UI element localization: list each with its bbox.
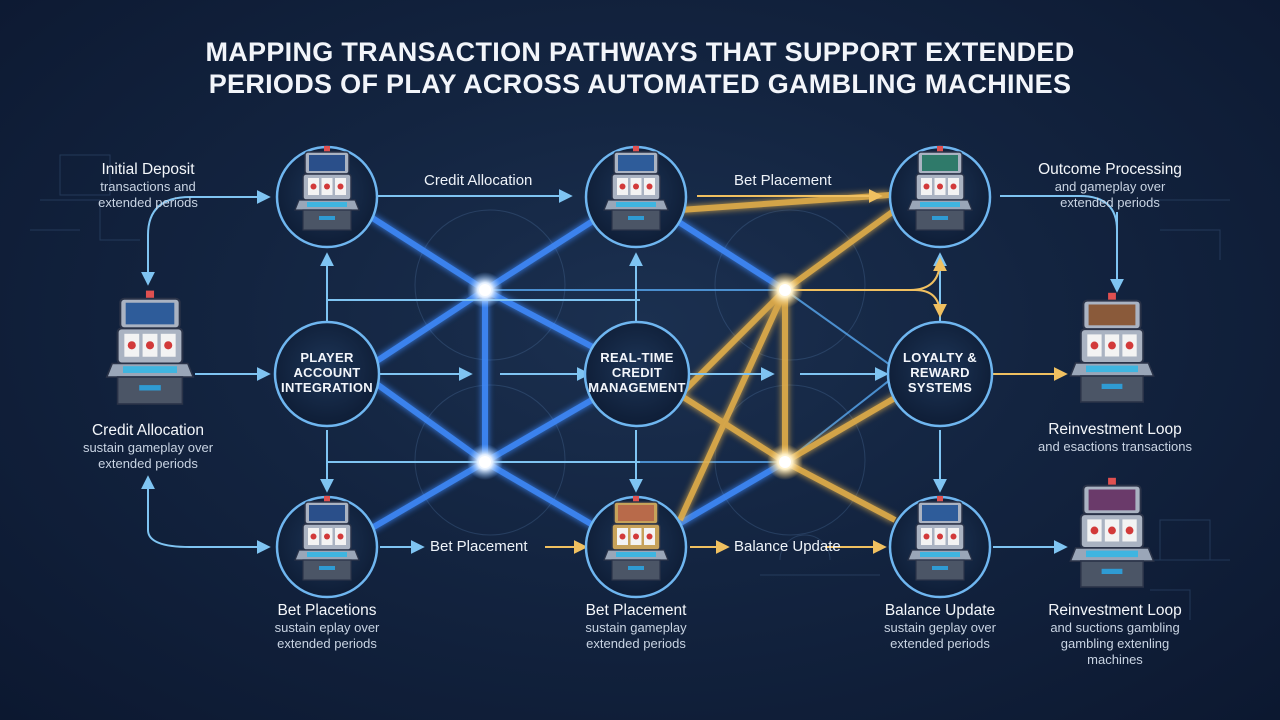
edge-label-credit-allocation: Credit Allocation (424, 172, 533, 189)
hub-line: REAL-TIME (600, 350, 674, 365)
slot-machine-icon (603, 146, 669, 231)
gold-flow-lines (677, 192, 902, 523)
node-title: Balance Update (884, 602, 996, 619)
node-subtitle: and gameplay over (1054, 179, 1166, 194)
hub-line: INTEGRATION (281, 380, 373, 395)
label-bet-placement: Bet Placement sustain gameplay extended … (556, 601, 716, 652)
label-balance-update: Balance Update sustain geplay over exten… (860, 601, 1020, 652)
title-line-1: MAPPING TRANSACTION PATHWAYS THAT SUPPOR… (205, 37, 1075, 67)
hub-label-realtime-credit: REAL-TIME CREDIT MANAGEMENT (577, 350, 697, 395)
label-outcome-processing: Outcome Processing and gameplay over ext… (1025, 160, 1195, 211)
node-subtitle: extended periods (890, 636, 990, 651)
label-bet-placetions: Bet Placetions sustain eplay over extend… (247, 601, 407, 652)
thin-arrows (141, 189, 1124, 554)
node-title: Initial Deposit (101, 161, 195, 178)
hub-loyalty (886, 320, 994, 428)
hub-line: MANAGEMENT (588, 380, 686, 395)
node-subtitle: extended periods (98, 456, 198, 471)
node-title: Bet Placement (585, 602, 687, 619)
label-initial-deposit: Initial Deposit transactions and extende… (68, 160, 228, 211)
hub-line: ACCOUNT (293, 365, 361, 380)
node-subtitle: extended periods (586, 636, 686, 651)
node-title: Credit Allocation (91, 422, 204, 439)
gold-arrows (545, 189, 947, 554)
slot-machine-icon (603, 496, 669, 581)
node-subtitle: and esactions transactions (1038, 439, 1192, 454)
node-subtitle: gambling extenling (1060, 636, 1170, 651)
blue-flow-lines (358, 207, 787, 538)
edge-label-bet-placement-bottom: Bet Placement (430, 538, 528, 555)
node-title: Bet Placetions (277, 602, 377, 619)
hub-label-loyalty: LOYALTY & REWARD SYSTEMS (880, 350, 1000, 395)
title-line-2: PERIODS OF PLAY ACROSS AUTOMATED GAMBLIN… (208, 69, 1072, 99)
node-subtitle: transactions and (100, 179, 196, 194)
hub-line: CREDIT (611, 365, 663, 380)
hub-line: PLAYER (300, 350, 354, 365)
node-subtitle: extended periods (1060, 195, 1160, 210)
slot-machine-icon (1069, 477, 1155, 588)
hub-label-player-account: PLAYER ACCOUNT INTEGRATION (267, 350, 387, 395)
hub-line: REWARD (910, 365, 970, 380)
page-title: MAPPING TRANSACTION PATHWAYS THAT SUPPOR… (140, 36, 1140, 100)
junction-dots (467, 272, 803, 480)
hub-realtime-credit (583, 320, 691, 428)
label-credit-allocation: Credit Allocation sustain gameplay over … (58, 421, 238, 472)
slot-machine-icons (105, 146, 1155, 588)
node-subtitle: machines (1087, 652, 1143, 667)
slot-machine-icon (294, 146, 360, 231)
node-subtitle: sustain eplay over (274, 620, 380, 635)
slot-machine-icon (1069, 292, 1155, 403)
hub-line: LOYALTY & (903, 350, 977, 365)
slot-machine-icon (294, 496, 360, 581)
label-reinvestment-loop-bottom: Reinvestment Loop and suctions gambling … (1030, 601, 1200, 668)
node-title: Reinvestment Loop (1048, 421, 1182, 438)
node-subtitle: and suctions gambling (1050, 620, 1180, 635)
background-decoration (30, 154, 1230, 620)
label-reinvestment-loop-mid: Reinvestment Loop and esactions transact… (1025, 420, 1205, 455)
hub-player-account (273, 320, 381, 428)
node-title: Reinvestment Loop (1048, 602, 1182, 619)
hub-circles (273, 320, 994, 428)
node-subtitle: sustain gameplay (585, 620, 687, 635)
slot-machine-icon (105, 290, 195, 405)
node-subtitle: sustain geplay over (883, 620, 996, 635)
node-subtitle: extended periods (98, 195, 198, 210)
edge-label-balance-update: Balance Update (734, 538, 841, 555)
node-title: Outcome Processing (1038, 161, 1182, 178)
edge-label-bet-placement-top: Bet Placement (734, 172, 832, 189)
slot-machine-icon (907, 496, 973, 581)
node-subtitle: extended periods (277, 636, 377, 651)
hub-line: SYSTEMS (907, 380, 973, 395)
slot-machine-icon (907, 146, 973, 231)
node-subtitle: sustain gameplay over (82, 440, 214, 455)
